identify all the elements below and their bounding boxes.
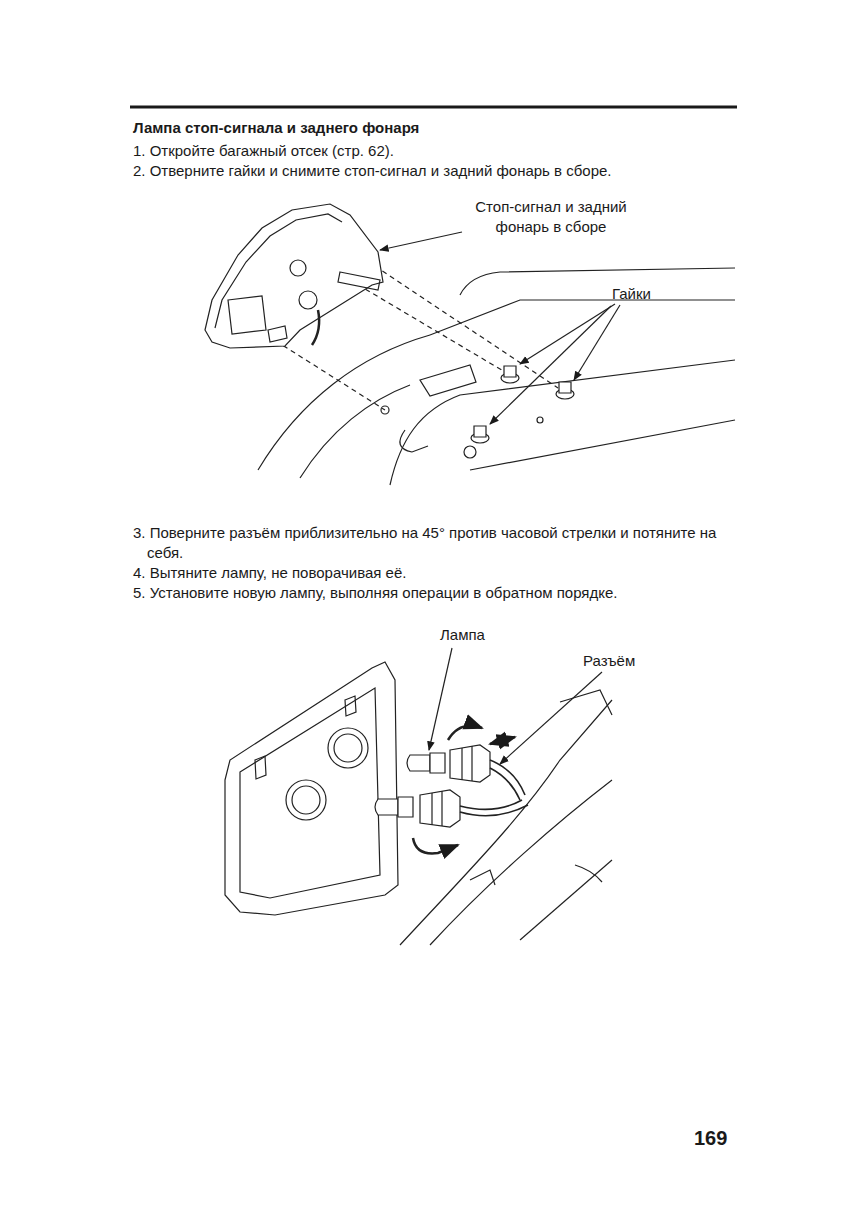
part-label: Лампа: [440, 625, 540, 645]
bulb-figure: [225, 648, 612, 945]
step-text: 2. Отверните гайки и снимите стоп-сигнал…: [133, 161, 787, 181]
stud: [268, 326, 287, 342]
mount-hole: [537, 417, 543, 423]
socket-hole: [328, 728, 368, 768]
nut: [501, 366, 519, 383]
leader-line: [380, 232, 462, 250]
body-line: [430, 300, 735, 335]
socket-hole: [292, 786, 320, 814]
bulb-base: [398, 797, 413, 817]
bulb: [375, 799, 398, 815]
dashed-guide: [350, 280, 505, 372]
body-line: [300, 385, 410, 478]
header-rule: [130, 106, 737, 109]
removal-figure: [205, 204, 735, 485]
rotate-arrow: [448, 726, 482, 740]
body-line: [575, 865, 602, 882]
leader-line: [500, 672, 602, 764]
taillight-housing: [225, 662, 398, 915]
mount-hole: [464, 446, 476, 458]
pull-arrow: [490, 737, 515, 744]
wire: [460, 800, 528, 816]
lens-edge: [215, 214, 342, 328]
socket-hole: [286, 780, 326, 820]
leader-line: [429, 648, 452, 750]
lens-window: [228, 296, 266, 334]
leader-line: [490, 306, 611, 424]
connector-ridge: [432, 791, 442, 826]
leader-line: [574, 305, 620, 380]
part-label: Гайки: [612, 284, 732, 304]
bulb-base: [430, 753, 445, 773]
connector: [420, 790, 460, 827]
body-recess: [420, 365, 476, 396]
housing-inner: [240, 688, 380, 898]
part-label: Разъём: [583, 651, 683, 671]
connector: [450, 745, 490, 782]
socket-hole: [334, 734, 362, 762]
stud: [255, 756, 266, 779]
body-line: [470, 420, 735, 470]
leader-line: [520, 304, 615, 364]
page-number: 169: [694, 1126, 744, 1150]
step-text: 1. Откройте багажный отсек (стр. 62).: [133, 141, 787, 161]
bracket: [338, 272, 380, 290]
rotate-arrow: [413, 838, 458, 853]
wire: [490, 760, 525, 800]
step-text: 5. Установите новую лампу, выполняя опер…: [133, 583, 787, 603]
bulb: [407, 755, 430, 771]
nut: [556, 382, 574, 399]
dashed-guide: [268, 336, 385, 410]
body-fixture: [400, 430, 428, 452]
socket: [290, 260, 306, 276]
connector-ridge: [462, 746, 472, 781]
stud: [345, 696, 356, 716]
socket: [299, 291, 317, 309]
nut: [471, 426, 489, 443]
body-line: [520, 860, 612, 940]
body-line: [470, 870, 495, 885]
step-text: 3. Поверните разъём приблизительно на 45…: [133, 523, 752, 563]
body-line: [460, 268, 735, 295]
taillight-assembly: [205, 204, 383, 348]
body-line: [390, 360, 735, 485]
step-text: 4. Вытяните лампу, не поворачивая её.: [133, 563, 787, 583]
wire: [312, 310, 319, 345]
section-title: Лампа стоп-сигнала и заднего фонаря: [133, 118, 419, 138]
part-label: Стоп-сигнал и задний фонарь в сборе: [461, 197, 641, 237]
body-line: [258, 335, 430, 470]
